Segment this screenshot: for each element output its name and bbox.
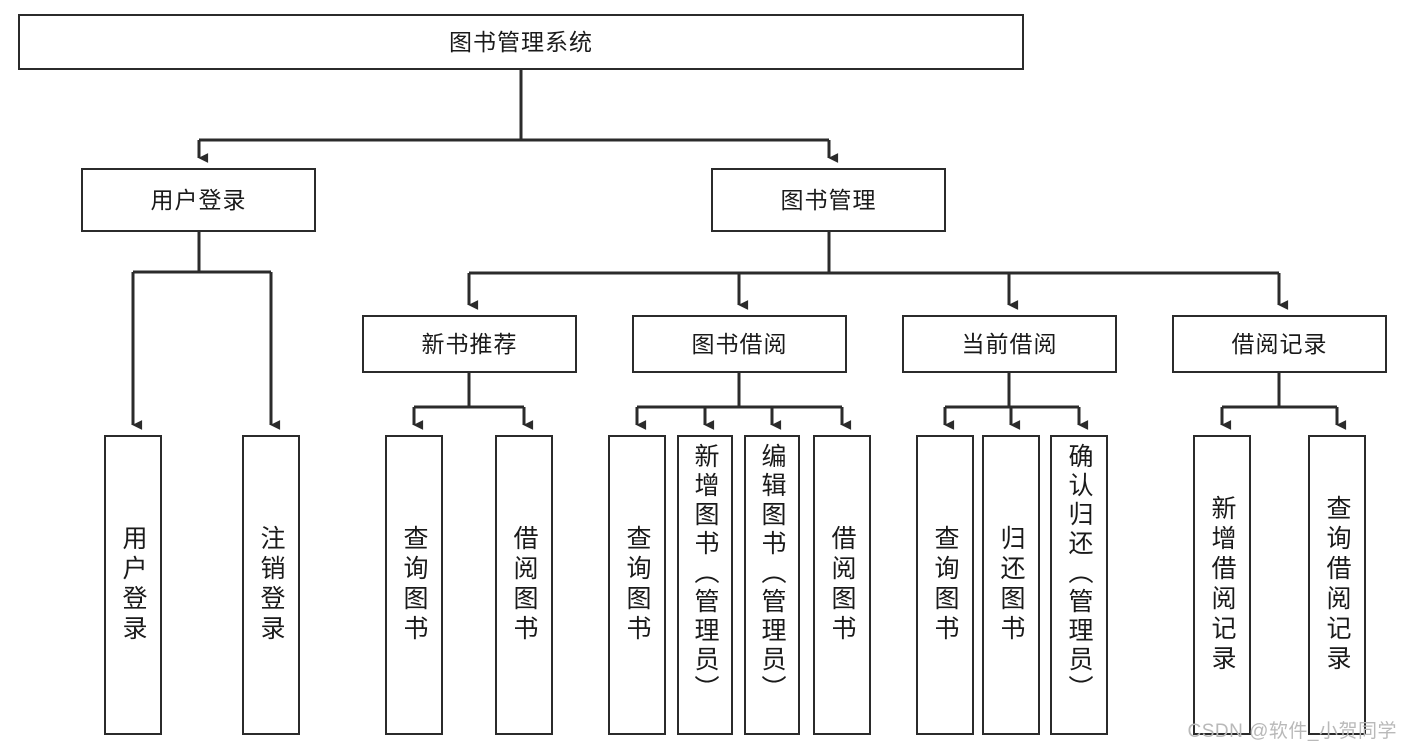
edge-group-book-borrow (635, 373, 852, 430)
edge-group-new-book (412, 373, 534, 430)
node-root-system[interactable]: 图书管理系统 (18, 14, 1024, 70)
node-label: 新增图书（管理员） (691, 443, 719, 704)
edge-group-book-manage (467, 232, 1289, 310)
node-label: 确认归还（管理员） (1065, 443, 1093, 704)
leaf-current-borrow-confirm[interactable]: 确认归还（管理员） (1050, 435, 1108, 735)
leaf-new-book-borrow[interactable]: 借阅图书 (495, 435, 553, 735)
leaf-new-book-query[interactable]: 查询图书 (385, 435, 443, 735)
leaf-current-borrow-return[interactable]: 归还图书 (982, 435, 1040, 735)
node-label: 图书管理 (780, 186, 877, 213)
node-label: 查询借阅记录 (1323, 495, 1351, 675)
node-label: 用户登录 (119, 525, 147, 645)
leaf-current-borrow-query[interactable]: 查询图书 (916, 435, 974, 735)
node-label: 图书借阅 (691, 330, 788, 357)
edge-group-root (197, 70, 839, 163)
node-label: 新书推荐 (421, 330, 518, 357)
leaf-book-borrow-edit[interactable]: 编辑图书（管理员） (744, 435, 800, 735)
node-label: 归还图书 (997, 525, 1025, 645)
leaf-borrow-record-add[interactable]: 新增借阅记录 (1193, 435, 1251, 735)
node-label: 查询图书 (931, 525, 959, 645)
node-label: 借阅图书 (510, 525, 538, 645)
node-label: 当前借阅 (961, 330, 1058, 357)
node-borrow-record[interactable]: 借阅记录 (1172, 315, 1387, 373)
edge-group-user-login (131, 232, 281, 430)
node-label: 图书管理系统 (449, 28, 593, 55)
leaf-user-login-logout[interactable]: 注销登录 (242, 435, 300, 735)
node-label: 注销登录 (257, 525, 285, 645)
node-label: 借阅图书 (828, 525, 856, 645)
leaf-user-login-signin[interactable]: 用户登录 (104, 435, 162, 735)
node-new-book-recommend[interactable]: 新书推荐 (362, 315, 577, 373)
edge-group-borrow-record (1220, 373, 1347, 430)
node-label: 新增借阅记录 (1208, 495, 1236, 675)
node-book-borrow[interactable]: 图书借阅 (632, 315, 847, 373)
node-current-borrow[interactable]: 当前借阅 (902, 315, 1117, 373)
leaf-book-borrow-add[interactable]: 新增图书（管理员） (677, 435, 733, 735)
edge-group-current-borrow (943, 373, 1089, 430)
node-label: 查询图书 (623, 525, 651, 645)
node-label: 编辑图书（管理员） (758, 443, 786, 704)
node-label: 用户登录 (150, 186, 247, 213)
leaf-book-borrow-lend[interactable]: 借阅图书 (813, 435, 871, 735)
node-book-management[interactable]: 图书管理 (711, 168, 946, 232)
leaf-borrow-record-query[interactable]: 查询借阅记录 (1308, 435, 1366, 735)
leaf-book-borrow-query[interactable]: 查询图书 (608, 435, 666, 735)
node-label: 借阅记录 (1231, 330, 1328, 357)
node-user-login[interactable]: 用户登录 (81, 168, 316, 232)
node-label: 查询图书 (400, 525, 428, 645)
